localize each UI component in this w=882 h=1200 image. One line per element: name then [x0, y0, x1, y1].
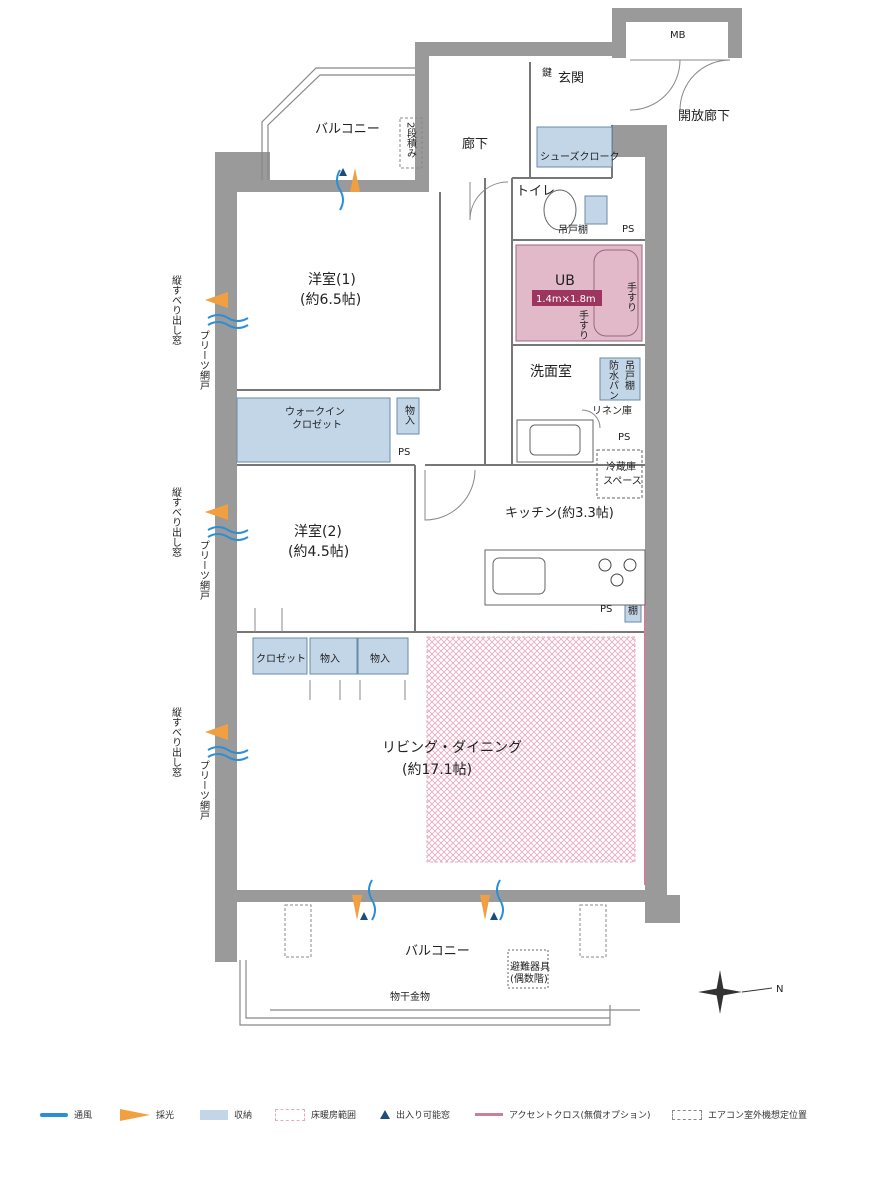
label-window-side-2: 縦すべり出し窓 [170, 486, 182, 557]
legend-light: 採光 [120, 1108, 174, 1121]
label-senmen: 洗面室 [530, 363, 572, 380]
entry-triangle-icon [380, 1110, 390, 1119]
label-tesuri1: 手すり [625, 281, 637, 312]
label-tesuri2: 手すり [577, 309, 589, 340]
storage-areas [236, 126, 642, 675]
legend-label: 床暖房範囲 [311, 1111, 357, 1121]
label-ub: UB [555, 273, 575, 289]
label-shoes: シューズクローク [540, 150, 620, 163]
label-balcony-bottom: バルコニー [405, 944, 470, 959]
label-living-size: (約17.1帖) [402, 762, 472, 778]
label-tana: 棚 [628, 604, 638, 617]
legend: 通風 採光 収納 床暖房範囲 出入り可能窓 アクセントクロス(無償オプション) … [40, 1108, 860, 1128]
label-ps1: PS [622, 224, 634, 235]
entry-window-markers [339, 168, 498, 920]
label-yoshitsu1: 洋室(1) [308, 271, 356, 288]
ventilation-icon [40, 1112, 68, 1117]
accent-cross-swatch [475, 1113, 503, 1116]
label-walkin2: クロゼット [292, 419, 342, 431]
kitchen-sink [492, 557, 546, 595]
ac-outdoor-units [284, 117, 607, 958]
floor-heating-area [426, 636, 636, 863]
ac-unit-swatch [672, 1109, 702, 1120]
legend-floor-heating: 床暖房範囲 [275, 1108, 356, 1121]
label-tsuridana2: 吊戸棚 [623, 360, 635, 391]
toilet-bowl [543, 189, 577, 231]
legend-label: 出入り可能窓 [396, 1111, 451, 1121]
label-monoire3: 物入 [370, 652, 390, 665]
label-genkan: 玄関 [558, 71, 584, 86]
legend-label: エアコン室外機想定位置 [708, 1111, 808, 1121]
label-toilet: トイレ [516, 184, 555, 199]
label-roka: 廊下 [462, 136, 488, 152]
floor-plan: N MB 鍵 玄関 開放廊下 バルコニー 2段積み 廊下 シューズクローク トイ… [170, 8, 783, 1026]
label-monoire1: 物入 [403, 404, 415, 425]
label-genkan-lock: 鍵 [542, 66, 552, 79]
label-pleats-3: プリーツ網戸 [198, 760, 210, 821]
stove-burner [623, 558, 637, 572]
interior-walls [237, 62, 645, 633]
label-yoshitsu2-size: (約4.5帖) [288, 544, 349, 560]
label-nidan: 2段積み [405, 122, 417, 158]
label-mb: MB [670, 30, 686, 41]
light-indicators [205, 168, 490, 920]
ventilation-indicators [207, 169, 504, 921]
legend-label: 収納 [234, 1111, 253, 1121]
evacuation-hatch [507, 949, 549, 989]
legend-entry-window: 出入り可能窓 [380, 1108, 450, 1121]
label-window-side-1: 縦すべり出し窓 [170, 274, 182, 345]
vanity-bowl [529, 424, 581, 456]
label-living: リビング・ダイニング [382, 740, 522, 756]
label-reizoko1: 冷蔵庫 [606, 460, 636, 473]
balcony-rails [239, 67, 640, 1026]
label-ps2: PS [618, 432, 630, 443]
door-swings [254, 59, 731, 700]
label-hinan2: (偶数階) [510, 972, 548, 985]
label-yoshitsu1-size: (約6.5帖) [300, 292, 361, 308]
stove-burner [598, 558, 612, 572]
label-pleats-1: プリーツ網戸 [198, 330, 210, 391]
label-balcony-top: バルコニー [315, 122, 380, 137]
label-window-side-3: 縦すべり出し窓 [170, 706, 182, 777]
legend-label: アクセントクロス(無償オプション) [509, 1111, 651, 1121]
label-closet: クロゼット [256, 653, 306, 665]
exterior-walls [215, 8, 742, 962]
label-monoire2: 物入 [320, 652, 340, 665]
label-pleats-2: プリーツ網戸 [198, 540, 210, 601]
label-kaiho-roka: 開放廊下 [678, 108, 730, 124]
label-ps3: PS [398, 447, 410, 458]
legend-storage: 収納 [200, 1108, 252, 1121]
label-walkin1: ウォークイン [285, 406, 345, 418]
label-hinan1: 避難器具 [510, 960, 550, 973]
legend-accent-cross: アクセントクロス(無償オプション) [475, 1108, 651, 1121]
label-bousui: 防水パン [607, 359, 619, 400]
label-ps4: PS [600, 604, 612, 615]
compass-label: N [776, 984, 783, 995]
compass-rose: N [698, 970, 783, 1014]
legend-ventilation: 通風 [40, 1108, 92, 1121]
label-kitchen: キッチン(約3.3帖) [505, 506, 614, 521]
legend-ac-unit: エアコン室外機想定位置 [672, 1108, 807, 1121]
label-linen: リネン庫 [592, 404, 632, 417]
label-monohoshi: 物干金物 [390, 990, 430, 1003]
label-yoshitsu2: 洋室(2) [294, 523, 342, 540]
light-icon [120, 1108, 150, 1121]
stove-burner [610, 573, 624, 587]
legend-label: 採光 [156, 1111, 175, 1121]
label-reizoko2: スペース [603, 476, 642, 487]
label-tsuridana1: 吊戸棚 [558, 223, 588, 236]
ub-size-tag [532, 290, 602, 306]
storage-swatch [200, 1109, 228, 1120]
legend-label: 通風 [74, 1111, 93, 1121]
label-ub-size: 1.4m×1.8m [536, 294, 596, 305]
floor-heating-swatch [275, 1108, 305, 1121]
fridge-space [596, 449, 643, 499]
